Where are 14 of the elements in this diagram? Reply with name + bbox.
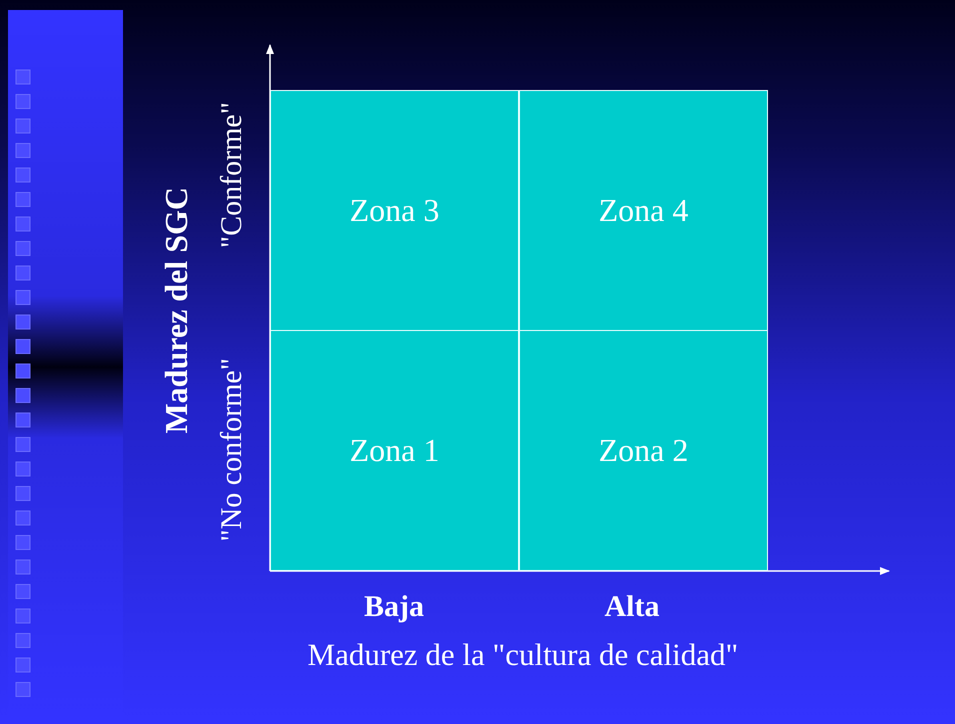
zone-cell [519,330,768,571]
zone-label: Zona 3 [350,192,440,229]
zone-cell [270,90,519,331]
y-axis-title: Madurez del SGC [158,186,194,434]
x-axis-title: Madurez de la "cultura de calidad" [308,637,738,673]
zone-label: Zona 4 [598,192,688,229]
zone-cell [270,330,519,571]
zone-cell [519,90,768,331]
axis-end-label: "No conforme" [215,358,249,542]
axis-category-label: Alta [604,590,660,624]
axis-end-label: "Conforme" [215,102,249,248]
zone-label: Zona 1 [350,432,440,469]
axis-category-label: Baja [364,590,424,624]
zone-label: Zona 2 [598,432,688,469]
